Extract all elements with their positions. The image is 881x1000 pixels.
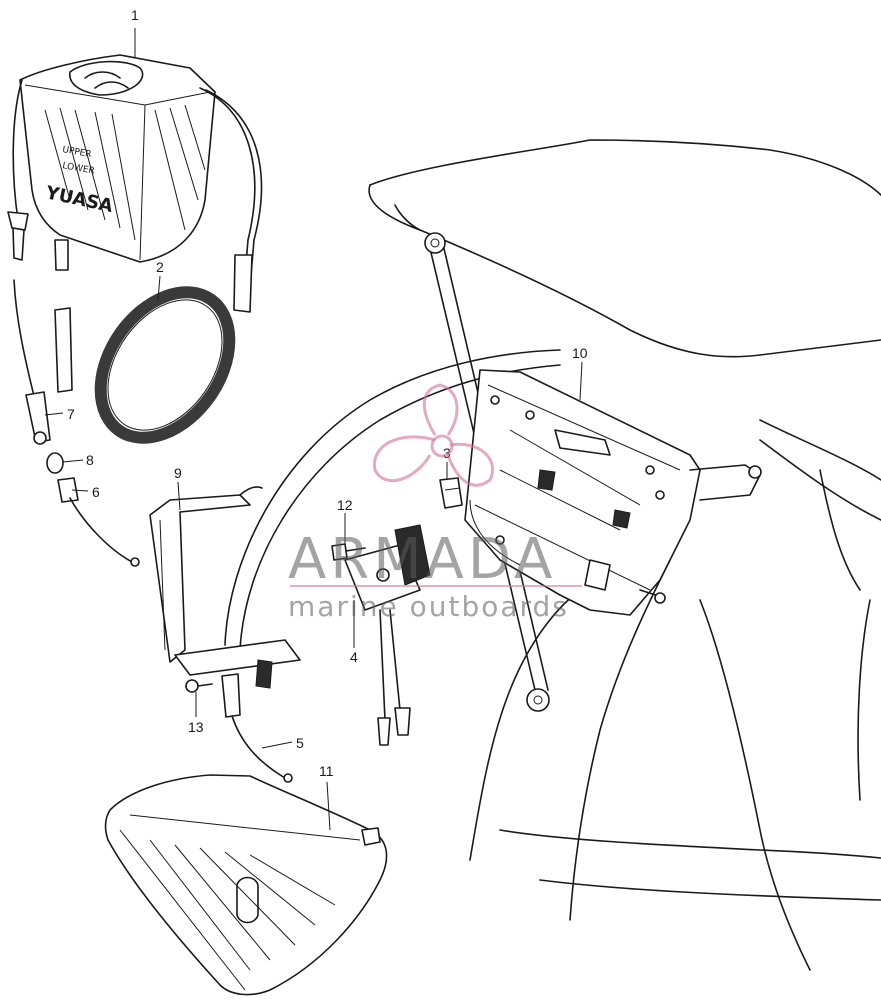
negative-cable-part-6 xyxy=(57,477,140,567)
rubber-band-part-2 xyxy=(94,286,236,444)
terminal-nut-part-8 xyxy=(46,452,64,474)
callout-6: 6 xyxy=(92,484,100,500)
callout-13: 13 xyxy=(188,719,204,735)
side-cover-part-11 xyxy=(104,774,388,996)
callout-5: 5 xyxy=(296,735,304,751)
callout-labels: 1 2 3 4 5 6 7 8 9 10 11 12 13 xyxy=(67,7,588,779)
callout-10: 10 xyxy=(572,345,588,361)
watermark: ARMADA marine outboards xyxy=(288,383,582,623)
callout-9: 9 xyxy=(174,465,182,481)
leader-lines xyxy=(44,28,583,831)
relay-part-4 xyxy=(344,524,431,746)
ground-cable-part-5 xyxy=(221,673,293,783)
battery-part-1: UPPER LOWER YUASA xyxy=(19,54,263,313)
frame-outline xyxy=(224,139,881,971)
callout-11: 11 xyxy=(319,763,334,779)
battery-stay-part-9 xyxy=(149,486,301,689)
callout-12: 12 xyxy=(337,497,353,513)
callout-4: 4 xyxy=(350,649,358,665)
watermark-title: ARMADA xyxy=(288,527,556,592)
bolt-part-13 xyxy=(185,679,213,693)
mounting-plate-part-10 xyxy=(464,369,762,616)
watermark-logo-icon xyxy=(373,383,495,487)
watermark-subtitle: marine outboards xyxy=(288,590,569,623)
callout-2: 2 xyxy=(156,259,164,275)
bolt-part-12 xyxy=(331,543,366,561)
rubber-block-part-3 xyxy=(439,477,463,509)
callout-8: 8 xyxy=(86,452,94,468)
callout-1: 1 xyxy=(131,7,139,23)
callout-7: 7 xyxy=(67,406,75,422)
battery-cable-part-7 xyxy=(7,79,73,445)
